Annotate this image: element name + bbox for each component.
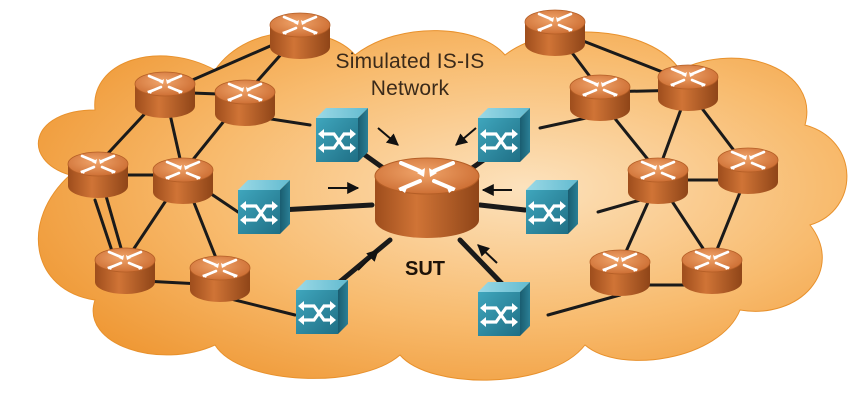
diagram-title-line1: Simulated IS-IS (335, 50, 485, 73)
router-icon (66, 150, 130, 200)
sut-label: SUT (405, 258, 445, 280)
switch-icon (476, 106, 532, 164)
router-icon (568, 73, 632, 123)
router-icon (656, 63, 720, 113)
router-icon (626, 156, 690, 206)
router-icon (268, 11, 332, 61)
router-icon (151, 156, 215, 206)
router-icon (93, 246, 157, 296)
sut-router-icon (373, 156, 481, 240)
router-icon (588, 248, 652, 298)
router-icon (716, 146, 780, 196)
arrow-icon (328, 127, 512, 271)
switch-icon (314, 106, 370, 164)
router-icon (188, 254, 252, 304)
router-icon (133, 70, 197, 120)
diagram-title-line2: Network (370, 77, 450, 100)
router-icon (213, 78, 277, 128)
switch-icon (524, 178, 580, 236)
router-icon (523, 8, 587, 58)
switch-icon (294, 278, 350, 336)
router-icon (680, 246, 744, 296)
diagram-title: Simulated IS-IS Network (330, 48, 490, 102)
switch-icon (236, 178, 292, 236)
switch-icon (476, 280, 532, 338)
